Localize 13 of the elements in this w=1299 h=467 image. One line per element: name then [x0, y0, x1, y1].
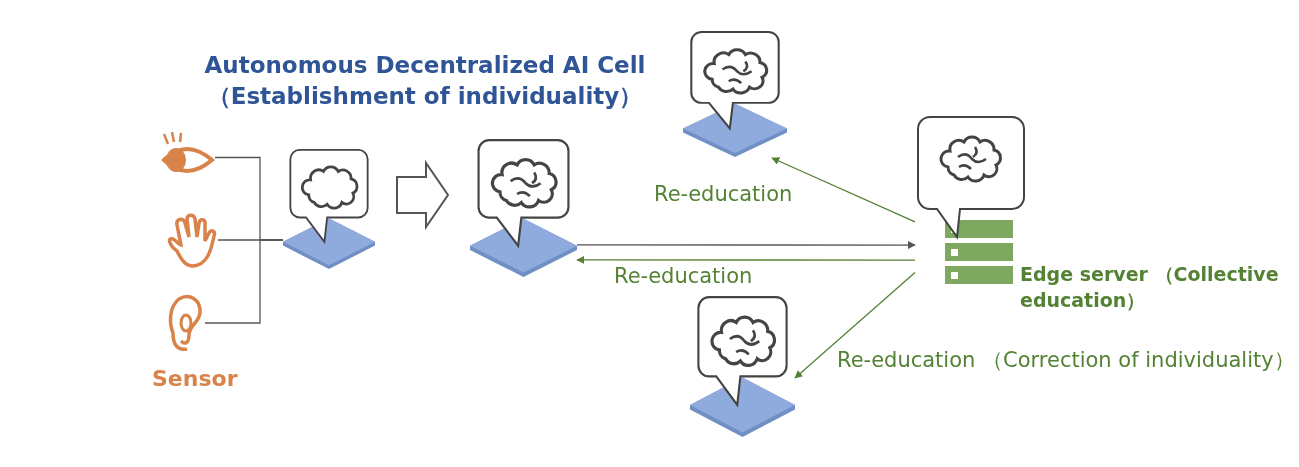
arrow: [576, 255, 916, 264]
ai-cell-drawing: [683, 30, 787, 158]
heading: Autonomous Decentralized AI Cell （Establishment of individuality）: [203, 51, 647, 112]
arrow: [794, 271, 916, 379]
connector-line: [204, 239, 284, 324]
ai-cell-drawing: [283, 148, 375, 270]
arrow: [576, 241, 916, 249]
server-caption: Edge server （Collective education）: [1020, 262, 1280, 313]
arrow: [771, 157, 916, 223]
ai-cell-drawing: [690, 295, 795, 438]
ai-cell-drawing: [470, 138, 577, 278]
block-arrow: [396, 159, 450, 231]
sensor-label: Sensor: [152, 366, 238, 391]
